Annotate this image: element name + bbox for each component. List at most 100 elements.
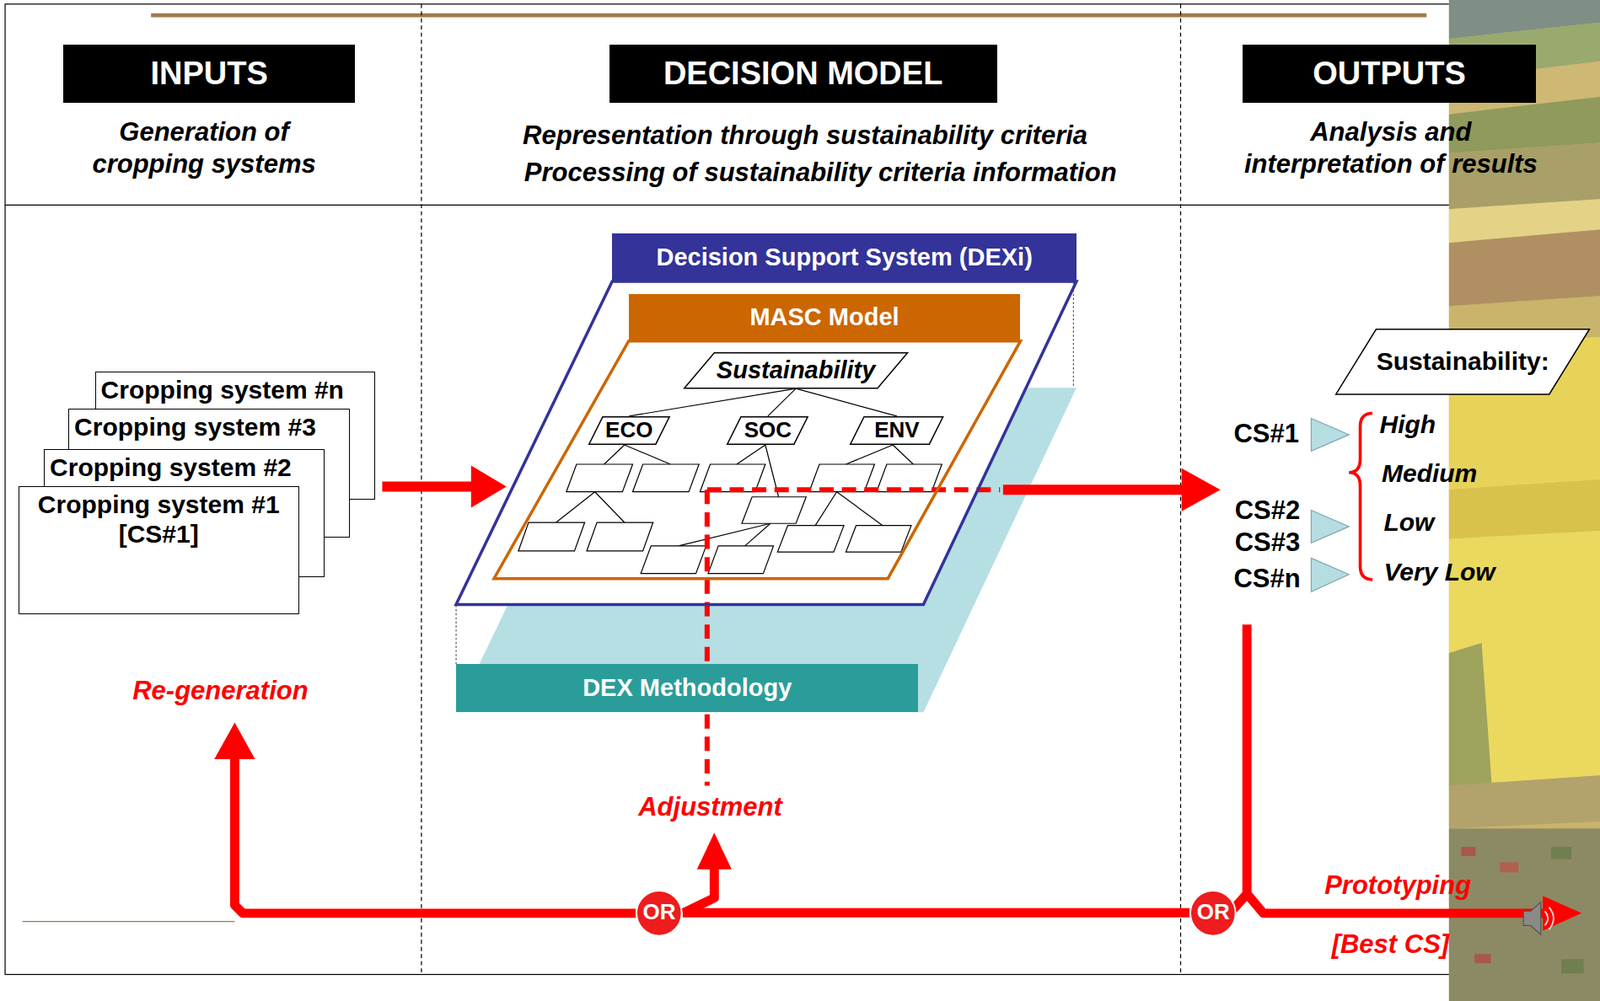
- label-box: Prototyping: [1324, 869, 1472, 902]
- masc-model: MASC ModelSustainabilityECOSOCENV: [493, 294, 1021, 580]
- platform-slab: [456, 281, 1077, 606]
- node-label: DEX Methodology: [582, 674, 792, 703]
- column-subtitle: Generation of cropping systems: [77, 116, 331, 179]
- column-header: DECISION MODEL: [609, 44, 998, 103]
- feedback-arrowhead: [214, 722, 255, 760]
- parallelogram-shape: [727, 417, 808, 445]
- adjustment-path: [707, 487, 1000, 493]
- feedback-arrowhead: [214, 722, 1582, 931]
- parallelogram-shape: [1336, 329, 1590, 395]
- platform-slab: [1073, 281, 1074, 388]
- node-label: Sustainability:: [1376, 348, 1550, 376]
- criteria-tree: [845, 526, 911, 553]
- loop-label: [Best CS]: [1331, 929, 1450, 960]
- criteria-tree: [845, 445, 893, 465]
- flow-arrow: [1181, 468, 1221, 512]
- criteria-tree: [566, 464, 634, 493]
- speaker-icon: [1545, 911, 1549, 926]
- loop-label: Adjustment: [638, 792, 783, 822]
- flow-arrow: [1003, 468, 1221, 512]
- loop-label: Prototyping: [1324, 870, 1472, 901]
- aerial-photo: [1561, 959, 1584, 974]
- node-label: Cropping system #n: [101, 375, 371, 406]
- title-bar: MASC Model: [628, 294, 1021, 342]
- title-bar: Decision Support System (DEXi): [612, 233, 1077, 282]
- platform-slab: [456, 281, 1077, 713]
- criteria-tree: [632, 464, 699, 493]
- label-box: CS#n: [1233, 563, 1300, 595]
- aerial-photo: [1449, 229, 1600, 307]
- label-box: Processing of sustainability criteria in…: [524, 156, 1117, 188]
- column-subtitle: Representation through sustainability cr…: [522, 120, 1088, 151]
- flow-arrow: [1003, 484, 1187, 495]
- label-box: Low: [1383, 507, 1434, 538]
- frame: [5, 4, 1455, 976]
- connector-line: [682, 908, 1191, 919]
- node-label: Sustainability: [716, 357, 876, 383]
- system-label: CS#1: [1233, 418, 1300, 449]
- label-box: Representation through sustainability cr…: [522, 119, 1088, 151]
- column-subtitle: Processing of sustainability criteria in…: [524, 157, 1117, 188]
- criteria-tree: [604, 445, 625, 465]
- node-label: ECO: [605, 418, 653, 442]
- platform-slab: [455, 605, 457, 665]
- connector-line: [381, 481, 473, 492]
- parallelogram-shape: [589, 417, 670, 445]
- adjustment-path: [704, 489, 710, 786]
- aerial-photo: [1499, 862, 1519, 873]
- label-box: [Best CS]: [1331, 928, 1450, 961]
- system-label: CS#n: [1233, 563, 1300, 594]
- speaker-icon: [1548, 907, 1553, 931]
- arrowhead: [471, 465, 507, 508]
- criteria-tree: [837, 492, 883, 527]
- frame: [5, 4, 1455, 976]
- aerial-photo: [1449, 643, 1493, 789]
- criteria-tree: [777, 526, 844, 553]
- criteria-tree: [736, 445, 766, 465]
- criteria-tree: [640, 546, 706, 575]
- criteria-tree: [678, 523, 771, 547]
- connector-line: [767, 388, 796, 417]
- node-label: OR: [1197, 900, 1230, 926]
- rank-marker: [1310, 418, 1349, 452]
- criteria-tree: [815, 492, 837, 527]
- aerial-photo: [1551, 847, 1572, 860]
- parallelogram-shape: [684, 352, 908, 388]
- connector-line: [795, 388, 897, 417]
- tree-line: [767, 388, 796, 417]
- connector-line: [628, 388, 796, 417]
- speaker-icon: [1523, 902, 1541, 936]
- criterion-box: ECO: [588, 416, 671, 446]
- criteria-tree: [624, 445, 671, 465]
- node-label: OR: [642, 900, 676, 926]
- frame: [5, 204, 1455, 206]
- aerial-photo: [1460, 847, 1476, 857]
- frame: [150, 13, 1427, 18]
- aerial-photo: [1449, 775, 1600, 829]
- rank-marker: [1310, 558, 1349, 592]
- feedback-arrowhead: [697, 832, 732, 870]
- level-label: Low: [1383, 508, 1434, 537]
- level-label: Very Low: [1383, 558, 1495, 586]
- node-label: Cropping system #3: [74, 413, 344, 443]
- label-box: Generation of cropping systems: [77, 116, 331, 179]
- criteria-tree: [892, 445, 913, 465]
- label-box: Adjustment: [638, 791, 783, 823]
- label-box: Re-generation: [132, 675, 308, 707]
- level-bracket: [1348, 413, 1373, 580]
- result-box: Sustainability:: [1335, 328, 1590, 396]
- junction-circle: [636, 891, 682, 937]
- platform-outline: [456, 281, 1077, 606]
- methodology-bar: DEX Methodology: [456, 664, 919, 713]
- feedback-line: [682, 912, 1191, 914]
- system-label: CS#3: [1234, 527, 1301, 558]
- feedback-loop: [1231, 624, 1247, 912]
- level-label: Medium: [1381, 459, 1477, 488]
- model-outline: [493, 340, 1021, 579]
- criteria-tree: [586, 522, 654, 552]
- label-box: High: [1379, 409, 1437, 441]
- speaker-icon: [1523, 902, 1554, 936]
- criteria-tree: [595, 492, 625, 523]
- feedback-arrowhead: [1542, 896, 1582, 931]
- criteria-tree: [556, 492, 596, 523]
